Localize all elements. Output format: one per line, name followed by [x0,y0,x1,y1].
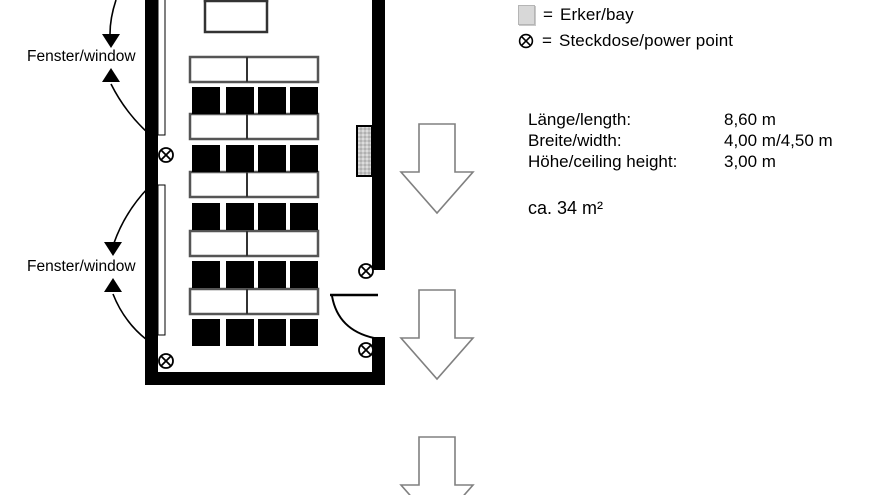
window-upper [157,0,166,136]
power-point-2 [158,353,174,369]
flow-arrow-2 [399,289,475,381]
table-row-3 [188,170,320,199]
table-row-2 [188,112,320,141]
area-value: ca. 34 m² [528,198,604,218]
legend-item-bay: = Erker/bay [518,2,868,28]
dimension-key-length: Länge/length: [528,110,632,129]
legend-equals-power-point: = [542,31,553,50]
bay-window [356,125,373,177]
dimensions-list: Länge/length: 8,60 m Breite/width: 4,00 … [528,110,878,173]
flow-arrow-1 [399,123,475,215]
dimension-value-height: 3,00 m [724,152,776,171]
dimension-row-length: Länge/length: 8,60 m [528,110,878,131]
windows-group [157,0,166,336]
table-row-5 [188,287,320,316]
dimension-row-width: Breite/width: 4,00 m/4,50 m [528,131,878,152]
bay-swatch-icon [518,5,535,25]
leader-arrow-lower-bottom [104,278,122,292]
dimension-key-height: Höhe/ceiling height: [528,152,678,171]
window-lower [157,184,166,336]
window-callout-upper [102,0,149,134]
tables-group [188,0,320,316]
door [330,293,378,339]
window-callouts-group [102,0,149,341]
wall-bottom [145,372,385,385]
legend-label-power-point: Steckdose/power point [559,31,734,50]
power-point-3 [358,263,374,279]
window-label-upper: Fenster/window [27,48,136,65]
leader-arrow-upper-bottom [102,68,120,82]
dimension-row-height: Höhe/ceiling height: 3,00 m [528,152,878,173]
chair-row-5 [192,319,318,346]
leader-curve-lower-top [113,187,149,244]
leader-curve-upper-top [109,0,117,35]
room-walls [145,0,385,385]
legend-label-bay: Erker/bay [560,5,634,24]
window-label-lower: Fenster/window [27,258,136,275]
legend: = Erker/bay = Steckdose/power point [518,2,868,54]
power-points-group [158,147,374,369]
chair-row-3 [192,203,318,230]
dimension-value-width: 4,00 m/4,50 m [724,131,833,150]
chair-row-1 [192,87,318,114]
chairs-group [192,87,318,346]
wall-right-upper [372,0,385,270]
flow-arrow-3 [399,436,475,495]
chair-row-4 [192,261,318,288]
power-point-1 [158,147,174,163]
dimension-value-length: 8,60 m [724,110,776,129]
flow-arrows-group [399,123,475,495]
table-row-1 [188,55,320,84]
leader-arrow-upper-top [102,34,120,48]
wall-left [145,0,158,385]
legend-equals-bay: = [543,5,554,24]
window-callout-lower [104,187,149,341]
table-row-0 [203,0,269,34]
leader-arrow-lower-top [104,242,122,256]
table-row-4 [188,229,320,258]
dimension-key-width: Breite/width: [528,131,622,150]
legend-item-power-point: = Steckdose/power point [518,28,868,54]
power-point-4 [358,342,374,358]
leader-curve-lower-bottom [112,293,148,341]
door-swing-arc [331,295,375,339]
chair-row-2 [192,145,318,172]
leader-curve-upper-bottom [110,83,149,134]
power-point-icon [518,33,534,49]
